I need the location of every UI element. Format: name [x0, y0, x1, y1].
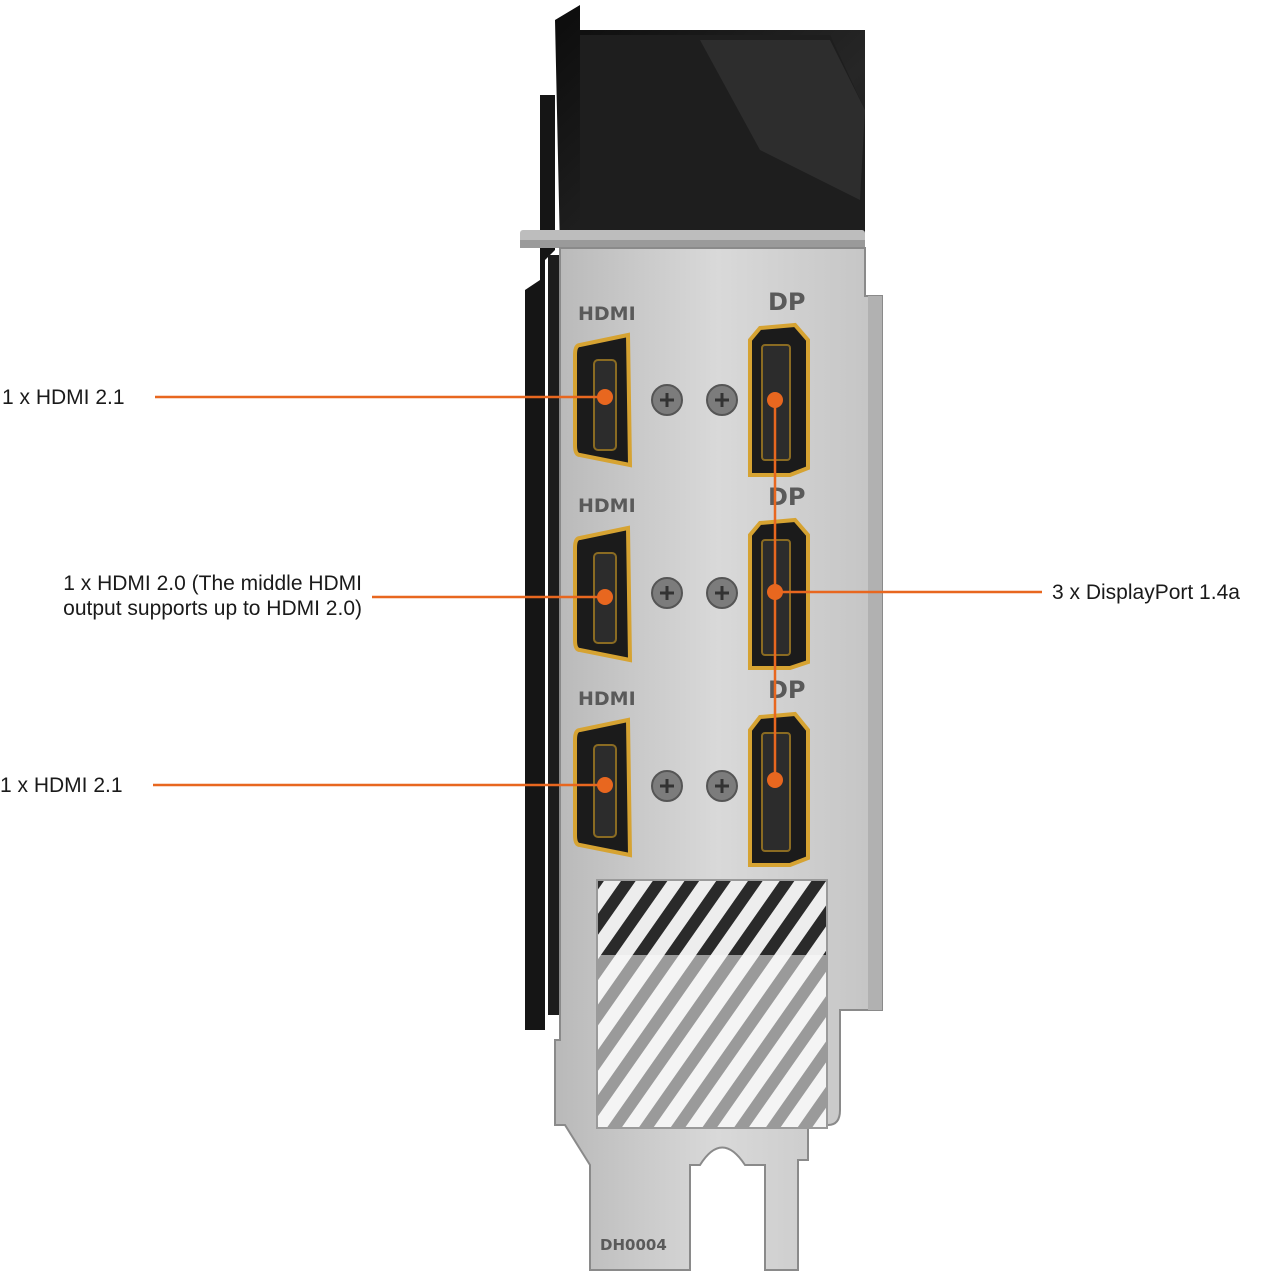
leader-dot — [597, 777, 613, 793]
bracket-screws — [651, 384, 738, 802]
hdmi-label: HDMI — [578, 303, 636, 325]
hdmi-label: HDMI — [578, 688, 636, 710]
callout-hdmi-middle-line1: 1 x HDMI 2.0 (The middle HDMI — [63, 572, 362, 595]
screw-icon — [651, 770, 683, 802]
vent-grille — [596, 879, 828, 1129]
screw-icon — [651, 577, 683, 609]
card-shroud — [525, 5, 865, 1030]
callout-hdmi-middle-line2: output supports up to HDMI 2.0) — [63, 597, 362, 620]
callout-hdmi-top: 1 x HDMI 2.1 — [2, 386, 125, 409]
dp-port-bottom: DP — [748, 676, 810, 867]
dp-label: DP — [768, 483, 806, 511]
leader-dot — [597, 589, 613, 605]
screw-icon — [706, 384, 738, 416]
callout-hdmi-bottom: 1 x HDMI 2.1 — [0, 774, 123, 797]
hdmi-label: HDMI — [578, 495, 636, 517]
screw-icon — [651, 384, 683, 416]
callout-leaders — [153, 389, 1042, 793]
part-number: DH0004 — [600, 1236, 667, 1254]
leader-dot — [597, 389, 613, 405]
leader-dot — [767, 392, 783, 408]
leader-dot — [767, 584, 783, 600]
bracket-top-lip — [520, 230, 865, 248]
callout-displayport: 3 x DisplayPort 1.4a — [1052, 581, 1240, 604]
screw-icon — [706, 770, 738, 802]
leader-dot — [767, 772, 783, 788]
dp-label: DP — [768, 288, 806, 316]
dp-label: DP — [768, 676, 806, 704]
screw-icon — [706, 577, 738, 609]
